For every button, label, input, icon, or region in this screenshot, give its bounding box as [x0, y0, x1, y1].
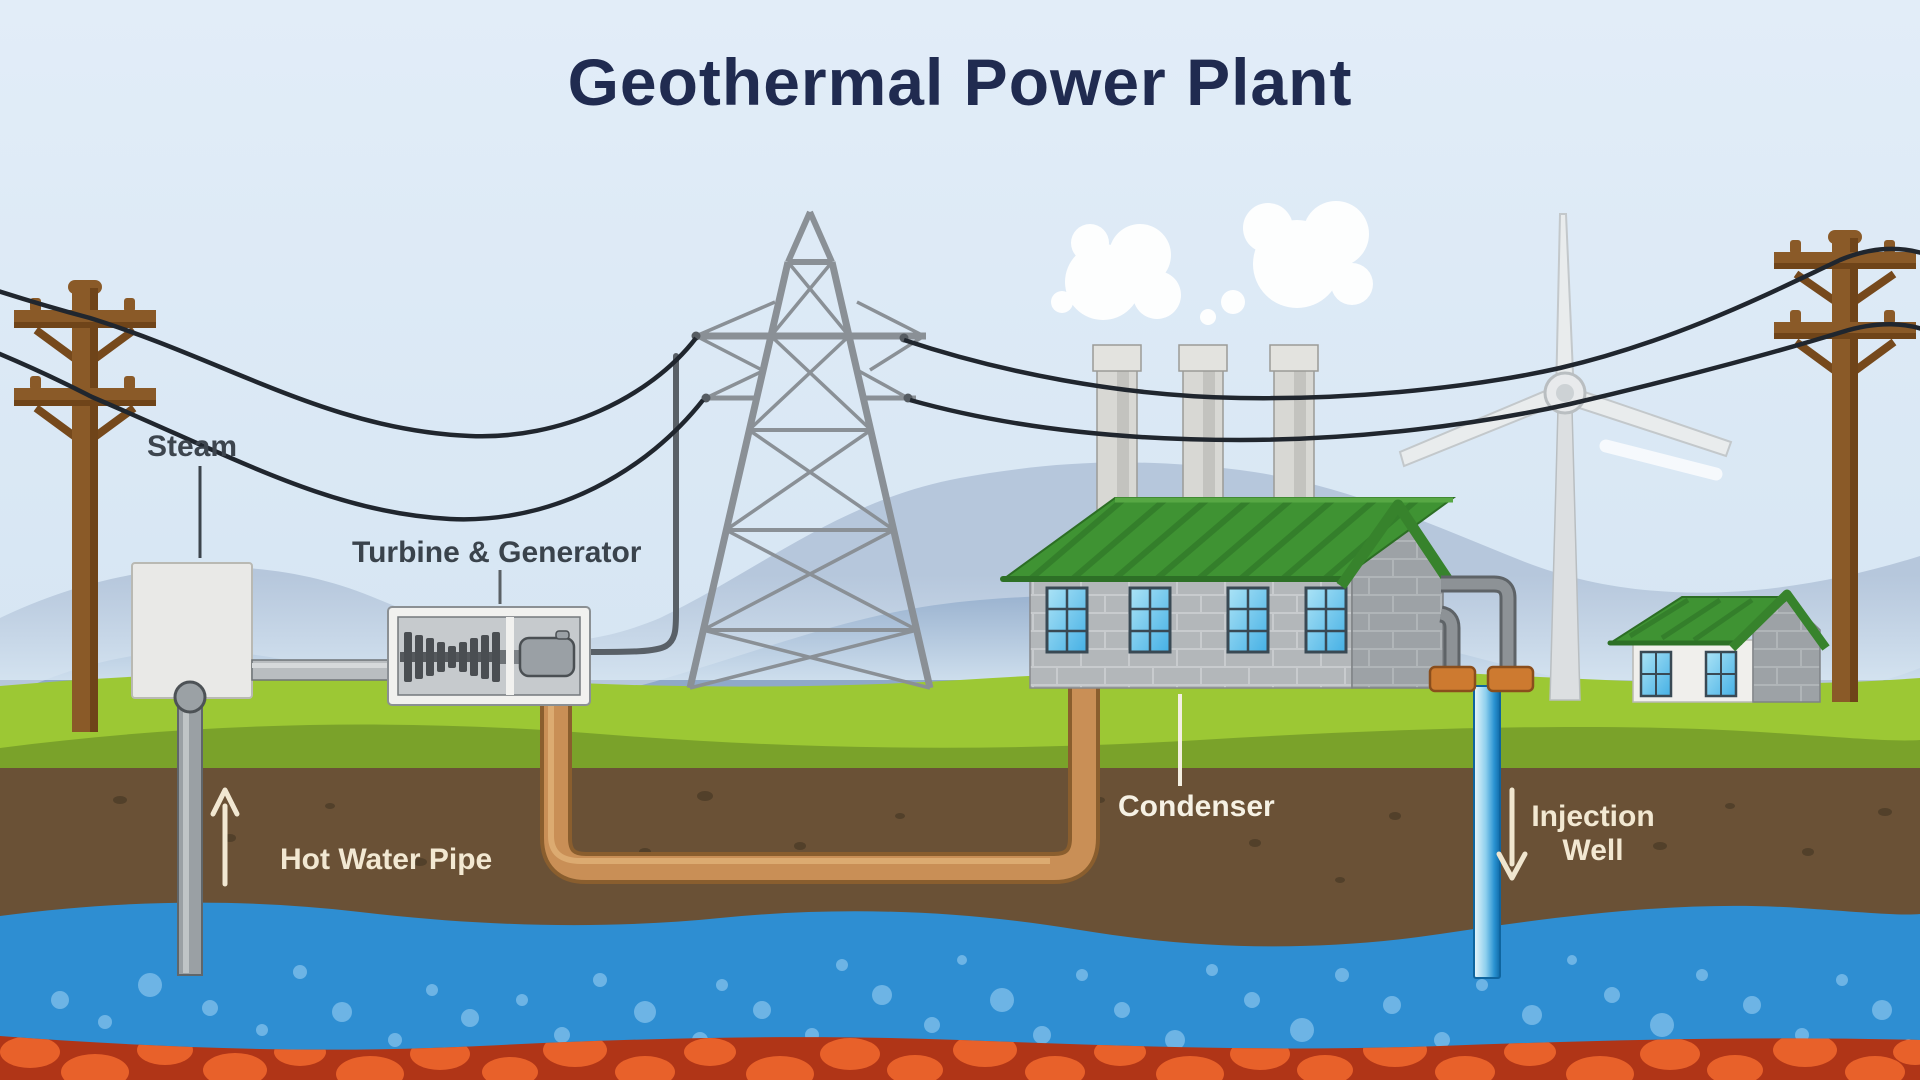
window: [1704, 650, 1738, 698]
power-plant-building: [1000, 344, 1457, 689]
window: [1304, 586, 1348, 654]
chimney: [1269, 344, 1319, 514]
small-house: [1607, 589, 1830, 703]
house-roof: [1607, 589, 1830, 652]
house-windows: [1639, 650, 1738, 698]
utility-pole-left: [14, 280, 156, 732]
steam-cloud-right: [1200, 201, 1373, 325]
window: [1639, 650, 1673, 698]
pipe-cap-left: [1428, 665, 1477, 693]
window: [1045, 586, 1089, 654]
window: [1128, 586, 1172, 654]
injection-pipes: [1428, 575, 1535, 693]
steam-box: [131, 562, 253, 699]
snow-streak: [1599, 439, 1723, 481]
well-flange: [173, 680, 207, 714]
production-well-pipe: [177, 689, 203, 976]
down-arrow-icon: [1496, 787, 1528, 881]
pipe-cap-right: [1486, 665, 1535, 693]
generator-cable: [585, 353, 679, 655]
injection-well-pipe: [1473, 685, 1501, 979]
generator-icon: [514, 630, 576, 678]
chimneys: [1092, 344, 1319, 514]
steam-cloud-left: [1051, 224, 1181, 320]
condenser-label: Condenser: [1118, 790, 1275, 823]
up-arrow-icon: [210, 787, 240, 887]
turbine-generator-label: Turbine & Generator: [352, 536, 642, 569]
transmission-tower: [686, 210, 934, 690]
utility-pole-right: [1774, 230, 1916, 702]
wind-turbine: [1398, 213, 1733, 701]
window: [1226, 586, 1270, 654]
magma-rocks: [0, 1036, 1920, 1080]
steam-label: Steam: [147, 430, 238, 463]
hot-water-pipe: [540, 686, 1100, 884]
building-windows: [1045, 586, 1348, 654]
turbine-generator-box: [387, 353, 679, 706]
power-lines: [0, 246, 1920, 522]
chimney: [1178, 344, 1228, 514]
chimney: [1092, 344, 1142, 514]
steam-pipe-connector: [251, 659, 393, 681]
page-title: Geothermal Power Plant: [567, 45, 1353, 119]
injection-well-label: Injection Well: [1531, 800, 1655, 867]
water-bubbles: [51, 955, 1914, 1051]
hot-water-pipe-label: Hot Water Pipe: [280, 843, 493, 876]
